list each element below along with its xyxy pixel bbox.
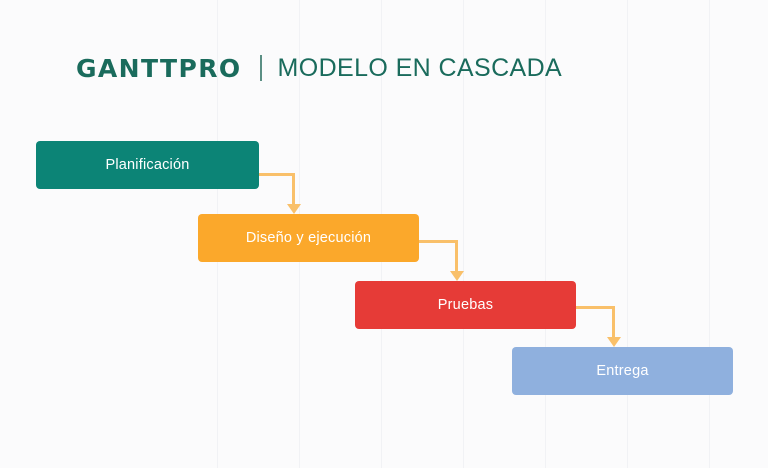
header-divider: [259, 55, 262, 81]
gridline-6: [709, 0, 710, 468]
connector-arrowhead-icon: [449, 271, 464, 281]
ganttpro-logo: GANTTPRO: [76, 53, 242, 83]
connector-vertical-segment: [612, 306, 615, 338]
connector-horizontal-segment: [419, 240, 458, 243]
connector-arrowhead-icon: [606, 337, 621, 347]
page-title: MODELO EN CASCADA: [277, 53, 563, 82]
task-bar-label: Pruebas: [437, 297, 494, 313]
connector-horizontal-segment: [576, 306, 615, 309]
connector-horizontal-segment: [259, 173, 295, 176]
task-bar-label: Planificación: [105, 157, 190, 173]
connector-vertical-segment: [292, 173, 295, 205]
gridline-5: [627, 0, 628, 468]
task-bar-entrega[interactable]: Entrega: [512, 347, 733, 395]
header: GANTTPRO MODELO EN CASCADA: [76, 52, 562, 84]
task-bar-label: Entrega: [596, 363, 649, 379]
task-bar-planificacion[interactable]: Planificación: [36, 141, 259, 189]
connector-arrowhead-icon: [286, 204, 301, 214]
task-bar-diseno-ejecucion[interactable]: Diseño y ejecución: [198, 214, 419, 262]
connector-vertical-segment: [455, 240, 458, 272]
task-bar-pruebas[interactable]: Pruebas: [355, 281, 576, 329]
task-bar-label: Diseño y ejecución: [245, 230, 372, 246]
